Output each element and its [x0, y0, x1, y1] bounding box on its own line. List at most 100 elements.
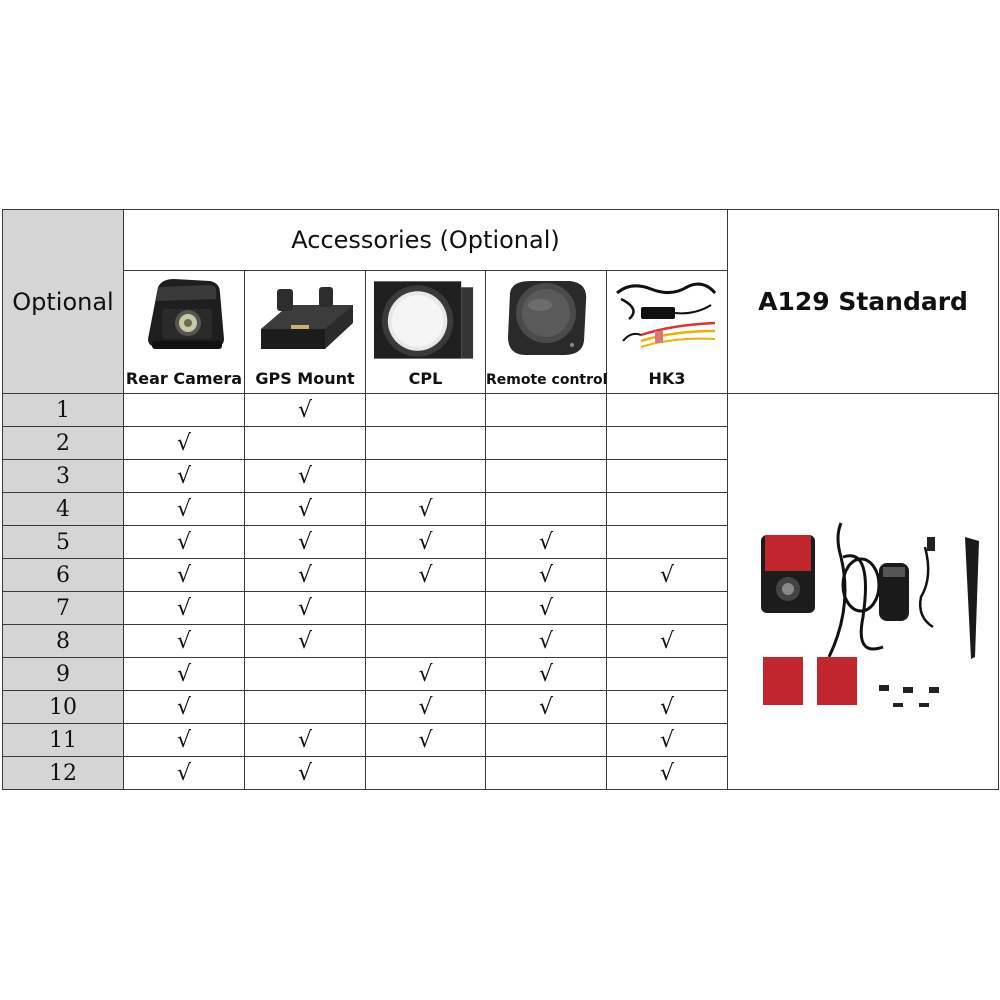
empty-cell	[605, 426, 729, 460]
standard-title: A129 Standard	[727, 209, 1000, 394]
check-mark: √	[605, 690, 729, 724]
comparison-table-container: Optional Accessories (Optional) A129 Sta…	[2, 209, 1000, 792]
table-row: 4√√√	[2, 492, 999, 526]
accessory-label: Rear Camera	[125, 369, 243, 388]
check-mark: √	[605, 624, 729, 658]
check-mark: √	[365, 723, 486, 757]
row-number: 5	[2, 525, 124, 559]
check-mark: √	[123, 723, 245, 757]
check-mark: √	[365, 492, 486, 526]
empty-cell	[485, 459, 607, 493]
empty-cell	[485, 492, 607, 526]
empty-cell	[605, 591, 729, 625]
check-mark: √	[123, 756, 245, 790]
check-mark: √	[605, 723, 729, 757]
check-mark: √	[244, 756, 366, 790]
empty-cell	[605, 492, 729, 526]
empty-cell	[244, 657, 366, 691]
check-mark: √	[123, 624, 245, 658]
empty-cell	[605, 393, 729, 427]
accessory-label: HK3	[648, 369, 686, 388]
empty-cell	[485, 426, 607, 460]
table-row: 6√√√√√	[2, 558, 999, 592]
check-mark: √	[244, 393, 366, 427]
check-mark: √	[123, 525, 245, 559]
check-mark: √	[123, 426, 245, 460]
check-mark: √	[244, 591, 366, 625]
empty-cell	[365, 393, 486, 427]
empty-cell	[365, 624, 486, 658]
check-mark: √	[485, 525, 607, 559]
rear-camera-icon	[128, 275, 240, 361]
accessory-label: Remote control	[486, 372, 608, 388]
table-row: 5√√√√	[2, 525, 999, 559]
row-number: 6	[2, 558, 124, 592]
check-mark: √	[485, 624, 607, 658]
check-mark: √	[605, 558, 729, 592]
row-number: 9	[2, 657, 124, 691]
accessory-gps-mount: GPS Mount	[244, 270, 366, 394]
empty-cell	[485, 393, 607, 427]
check-mark: √	[244, 492, 366, 526]
check-mark: √	[244, 723, 366, 757]
empty-cell	[605, 657, 729, 691]
table-row: 12√√√	[2, 756, 999, 790]
standard-package-image	[727, 393, 1000, 790]
check-mark: √	[365, 690, 486, 724]
check-mark: √	[123, 459, 245, 493]
table-row: 9√√√	[2, 657, 999, 691]
check-mark: √	[365, 525, 486, 559]
empty-cell	[485, 723, 607, 757]
check-mark: √	[244, 459, 366, 493]
accessory-label: GPS Mount	[255, 369, 355, 388]
row-number: 3	[2, 459, 124, 493]
empty-cell	[365, 756, 486, 790]
standard-kit-icon	[761, 521, 980, 707]
optional-header: Optional	[2, 209, 124, 394]
check-mark: √	[365, 657, 486, 691]
row-number: 2	[2, 426, 124, 460]
check-mark: √	[123, 690, 245, 724]
row-number: 10	[2, 690, 124, 724]
check-mark: √	[605, 756, 729, 790]
check-mark: √	[485, 690, 607, 724]
row-number: 11	[2, 723, 124, 757]
empty-cell	[605, 525, 729, 559]
empty-cell	[123, 393, 245, 427]
row-number: 1	[2, 393, 124, 427]
row-number: 7	[2, 591, 124, 625]
check-mark: √	[123, 558, 245, 592]
accessory-comparison-table: Optional Accessories (Optional) A129 Sta…	[2, 209, 1000, 790]
row-number: 4	[2, 492, 124, 526]
gps-mount-icon	[249, 275, 361, 361]
check-mark: √	[123, 492, 245, 526]
empty-cell	[365, 426, 486, 460]
check-mark: √	[485, 558, 607, 592]
empty-cell	[244, 690, 366, 724]
empty-cell	[605, 459, 729, 493]
row-number: 12	[2, 756, 124, 790]
check-mark: √	[244, 624, 366, 658]
hk3-cable-icon	[611, 275, 723, 361]
remote-control-icon	[490, 275, 602, 361]
row-number: 8	[2, 624, 124, 658]
table-row: 7√√√	[2, 591, 999, 625]
cpl-filter-icon	[370, 275, 481, 361]
check-mark: √	[244, 525, 366, 559]
accessory-cpl: CPL	[365, 270, 486, 394]
accessory-label: CPL	[408, 369, 443, 388]
check-mark: √	[365, 558, 486, 592]
table-row: 11√√√√	[2, 723, 999, 757]
table-row: 1√	[2, 393, 1000, 790]
check-mark: √	[123, 591, 245, 625]
check-mark: √	[485, 591, 607, 625]
empty-cell	[365, 591, 486, 625]
accessories-title: Accessories (Optional)	[122, 209, 729, 271]
accessory-rear-camera: Rear Camera	[123, 270, 245, 394]
empty-cell	[244, 426, 366, 460]
empty-cell	[485, 756, 607, 790]
check-mark: √	[485, 657, 607, 691]
check-mark: √	[123, 657, 245, 691]
check-mark: √	[244, 558, 366, 592]
accessory-remote-control: Remote control	[485, 270, 608, 394]
